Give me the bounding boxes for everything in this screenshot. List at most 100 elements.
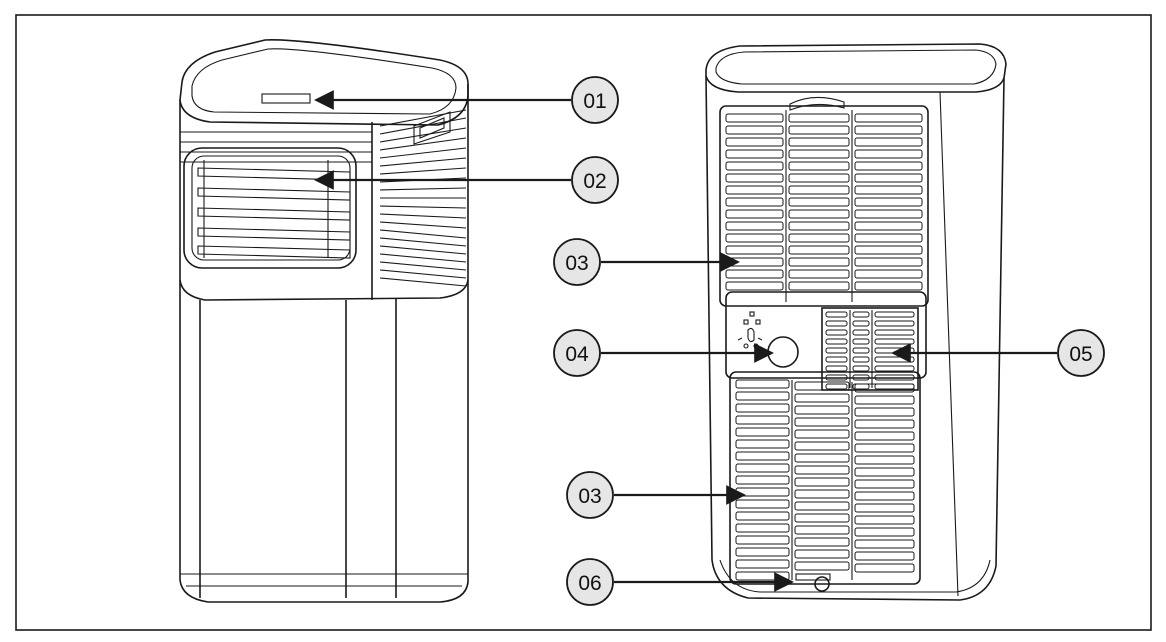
grille-slat — [854, 137, 923, 147]
callout-01: 01 — [571, 76, 619, 124]
grille-slat — [788, 125, 850, 135]
callout-03-lower: 03 — [566, 471, 614, 519]
grille-slat — [725, 221, 784, 231]
grille-slat — [874, 329, 915, 336]
grille-slat — [854, 539, 915, 549]
grille-slat — [825, 320, 848, 327]
grille-slat — [874, 320, 915, 327]
grille-slat — [794, 405, 850, 415]
lower-air-intake-grille — [791, 380, 853, 580]
grille-slat — [854, 161, 923, 171]
grille-slat — [788, 245, 850, 255]
grille-slat — [854, 125, 923, 135]
callout-04-label: 04 — [565, 343, 589, 366]
grille-slat — [854, 395, 915, 405]
grille-slat — [794, 513, 850, 523]
callouts: 01 02 03 04 05 03 — [314, 76, 1105, 606]
back-unit — [705, 43, 1007, 601]
grille-slat — [852, 383, 870, 390]
drain-plug — [814, 576, 830, 592]
grille-slat — [788, 197, 850, 207]
grille-slat — [725, 233, 784, 243]
grille-slat — [735, 571, 790, 581]
grille-slat — [735, 499, 790, 509]
grille-slat — [854, 503, 915, 513]
grille-slat — [852, 365, 870, 372]
grille-slat — [794, 381, 850, 391]
grille-slat — [852, 374, 870, 381]
grille-slat — [852, 311, 870, 318]
grille-slat — [794, 393, 850, 403]
callout-02: 02 — [571, 156, 619, 204]
grille-slat — [794, 549, 850, 559]
grille-slat — [725, 161, 784, 171]
grille-slat — [725, 269, 784, 279]
grille-slat — [854, 197, 923, 207]
drain-icon — [737, 311, 763, 349]
grille-slat — [852, 329, 870, 336]
grille-slat — [725, 125, 784, 135]
grille-slat — [788, 173, 850, 183]
grille-slat — [854, 443, 915, 453]
grille-slat — [788, 269, 850, 279]
callout-03-upper-label: 03 — [565, 252, 588, 275]
grille-slat — [854, 431, 915, 441]
callout-05: 05 — [1057, 329, 1105, 377]
grille-slat — [874, 365, 915, 372]
grille-slat — [854, 527, 915, 537]
callout-04: 04 — [553, 329, 601, 377]
grille-slat — [735, 451, 790, 461]
grille-slat — [825, 356, 848, 363]
grille-slat — [788, 161, 850, 171]
grille-slat — [788, 221, 850, 231]
grille-slat — [874, 311, 915, 318]
grille-slat — [788, 113, 850, 123]
grille-slat — [735, 439, 790, 449]
grille-slat — [788, 257, 850, 267]
grille-slat — [825, 374, 848, 381]
grille-slat — [735, 523, 790, 533]
grille-slat — [854, 173, 923, 183]
grille-slat — [852, 320, 870, 327]
grille-slat — [794, 453, 850, 463]
grille-slat — [854, 149, 923, 159]
grille-slat — [825, 347, 848, 354]
grille-slat — [852, 338, 870, 345]
grille-slat — [794, 417, 850, 427]
grille-slat — [725, 281, 784, 291]
grille-slat — [854, 281, 923, 291]
grille-slat — [854, 269, 923, 279]
grille-slat — [725, 209, 784, 219]
grille-slat — [854, 245, 923, 255]
drain-outlet-port — [767, 336, 799, 368]
grille-slat — [854, 467, 915, 477]
callout-05-label: 05 — [1069, 343, 1092, 366]
grille-slat — [852, 356, 870, 363]
grille-slat — [825, 311, 848, 318]
grille-slat — [725, 245, 784, 255]
grille-slat — [794, 429, 850, 439]
grille-slat — [788, 281, 850, 291]
grille-slat — [788, 137, 850, 147]
grille-slat — [735, 403, 790, 413]
grille-slat — [854, 113, 923, 123]
callout-03-upper: 03 — [553, 238, 601, 286]
grille-slat — [735, 463, 790, 473]
grille-slat — [794, 537, 850, 547]
grille-slat — [725, 149, 784, 159]
grille-slat — [725, 137, 784, 147]
grille-slat — [725, 173, 784, 183]
grille-slat — [794, 525, 850, 535]
callout-06: 06 — [566, 558, 614, 606]
grille-slat — [794, 501, 850, 511]
grille-slat — [854, 233, 923, 243]
grille-slat — [788, 149, 850, 159]
callout-03-lower-label: 03 — [578, 485, 601, 508]
diagram-border — [15, 14, 1152, 631]
grille-slat — [854, 185, 923, 195]
grille-slat — [735, 427, 790, 437]
grille-slat — [794, 441, 850, 451]
grille-slat — [854, 407, 915, 417]
grille-slat — [874, 374, 915, 381]
callout-01-label: 01 — [583, 90, 606, 113]
